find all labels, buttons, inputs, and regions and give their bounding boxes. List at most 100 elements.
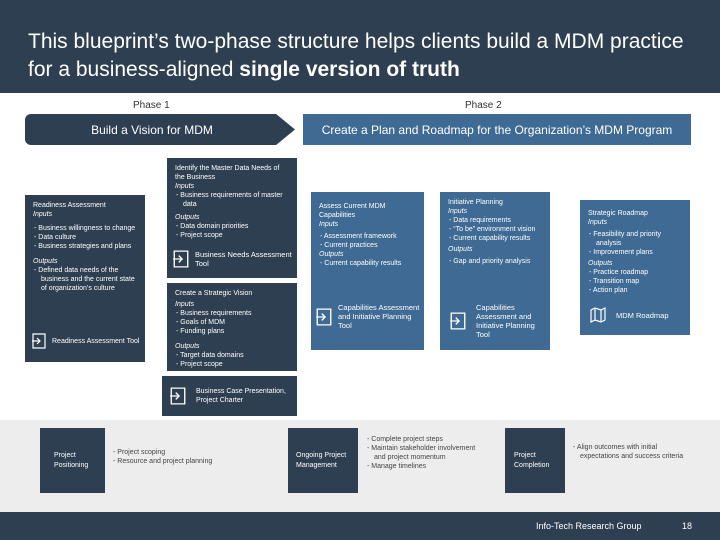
map-icon <box>590 307 606 323</box>
readiness-outputs-list: Defined data needs of the business and t… <box>33 266 137 293</box>
roadmap-outputs-label: Outputs <box>588 260 613 267</box>
strategic-vision-card: Create a Strategic Vision Inputs Busines… <box>167 283 297 371</box>
list-item: Improvement plans <box>588 248 682 257</box>
roadmap-title: Strategic Roadmap <box>588 210 648 217</box>
list-item: Funding plans <box>175 327 289 336</box>
list-item: Business requirements <box>175 309 289 318</box>
strategic-outputs-list: Target data domains Project scope <box>175 351 289 369</box>
identify-tool-label: Business Needs Assessment Tool <box>195 250 292 268</box>
identify-title: Identify the Master Data Needs of the Bu… <box>175 165 280 181</box>
identify-inputs-list: Business requirements of master data <box>175 191 289 209</box>
header-banner <box>0 0 720 93</box>
readiness-inputs-label: Inputs <box>33 211 53 218</box>
phase2-title-bar: Create a Plan and Roadmap for the Organi… <box>303 114 691 145</box>
list-item: Assessment framework <box>319 232 416 241</box>
list-item: Project scoping <box>112 448 272 457</box>
list-item: Target data domains <box>175 351 289 360</box>
roadmap-inputs-list: Feasibility and priority analysis Improv… <box>588 230 682 257</box>
identify-tool[interactable]: Business Needs Assessment Tool <box>173 250 293 268</box>
list-item: Goals of MDM <box>175 318 289 327</box>
list-item: “To be” environment vision <box>448 225 542 234</box>
phase1-title: Build a Vision for MDM <box>91 122 213 137</box>
tool-doc-icon <box>450 312 466 330</box>
phase1-title-bar: Build a Vision for MDM <box>25 114 295 145</box>
list-item: Gap and priority analysis <box>448 257 542 266</box>
list-item: Maintain stakeholder involvement and pro… <box>366 444 476 462</box>
assess-outputs-label: Outputs <box>319 251 344 258</box>
identify-outputs-label: Outputs <box>175 214 200 221</box>
readiness-tool[interactable]: Readiness Assessment Tool <box>32 333 142 349</box>
roadmap-inputs-label: Inputs <box>588 219 608 226</box>
identify-inputs-label: Inputs <box>175 183 195 190</box>
footer-org: Info-Tech Research Group <box>536 521 642 531</box>
roadmap-outputs-list: Practice roadmap Transition map Action p… <box>588 268 682 295</box>
initiative-planning-card: Initiative Planning Inputs Data requirem… <box>440 192 550 350</box>
tool-doc-icon <box>32 333 46 349</box>
assess-tool[interactable]: Capabilities Assessment and Initiative P… <box>316 303 421 330</box>
initiative-outputs-label: Outputs <box>448 246 473 253</box>
list-item: Project scope <box>175 231 289 240</box>
roadmap-tool[interactable]: MDM Roadmap <box>590 307 688 323</box>
phase1-label: Phase 1 <box>133 100 170 111</box>
list-item: Align outcomes with initial expectations… <box>572 443 690 461</box>
initiative-title: Initiative Planning <box>448 199 503 206</box>
assess-inputs-list: Assessment framework Current practices <box>319 232 416 250</box>
initiative-tool[interactable]: Capabilities Assessment and Initiative P… <box>450 303 548 339</box>
completion-label: Project Completion <box>514 451 550 469</box>
roadmap-tool-label: MDM Roadmap <box>616 310 669 320</box>
list-item: Practice roadmap <box>588 268 682 277</box>
completion-items: Align outcomes with initial expectations… <box>572 443 690 461</box>
list-item: Action plan <box>588 286 682 295</box>
list-item: Current practices <box>319 241 416 250</box>
strategic-roadmap-card: Strategic Roadmap Inputs Feasibility and… <box>580 200 690 335</box>
identify-outputs-list: Data domain priorities Project scope <box>175 222 289 240</box>
phase2-title: Create a Plan and Roadmap for the Organi… <box>321 122 673 137</box>
list-item: Data requirements <box>448 216 542 225</box>
ongoing-items: Complete project steps Maintain stakehol… <box>366 435 476 471</box>
page-title-bold: single version of truth <box>239 58 460 81</box>
page-number: 18 <box>682 521 693 531</box>
list-item: Feasibility and priority analysis <box>588 230 682 248</box>
initiative-outputs-list: Gap and priority analysis <box>448 257 542 266</box>
page-title: This blueprint’s two-phase structure hel… <box>28 30 684 81</box>
tool-doc-icon <box>170 387 186 405</box>
strategic-title: Create a Strategic Vision <box>175 290 253 297</box>
assess-inputs-label: Inputs <box>319 221 339 228</box>
positioning-label: Project Positioning <box>54 451 89 469</box>
tool-doc-icon <box>316 307 332 326</box>
list-item: Data domain priorities <box>175 222 289 231</box>
strategic-inputs-label: Inputs <box>175 301 195 308</box>
assess-outputs-list: Current capability results <box>319 259 416 268</box>
strategic-inputs-list: Business requirements Goals of MDM Fundi… <box>175 309 289 336</box>
project-management-band <box>0 420 720 512</box>
list-item: Transition map <box>588 277 682 286</box>
list-item: Defined data needs of the business and t… <box>33 266 137 293</box>
assess-title: Assess Current MDM Capabilities <box>319 203 386 219</box>
project-completion-box: Project Completion <box>505 428 565 493</box>
business-case-label: Business Case Presentation, Project Char… <box>196 388 286 404</box>
positioning-items: Project scoping Resource and project pla… <box>112 448 272 466</box>
ongoing-management-box: Ongoing Project Management <box>288 428 358 493</box>
project-positioning-box: Project Positioning <box>40 428 105 493</box>
readiness-outputs-label: Outputs <box>33 258 58 265</box>
list-item: Business strategies and plans <box>33 242 137 251</box>
strategic-outputs-label: Outputs <box>175 343 200 350</box>
readiness-tool-label: Readiness Assessment Tool <box>52 337 140 345</box>
readiness-inputs-list: Business willingness to change Data cult… <box>33 224 137 251</box>
list-item: Complete project steps <box>366 435 476 444</box>
ongoing-label: Ongoing Project Management <box>296 451 347 469</box>
list-item: Resource and project planning <box>112 457 272 466</box>
assess-tool-label: Capabilities Assessment and Initiative P… <box>338 303 420 330</box>
list-item: Business requirements of master data <box>175 191 289 209</box>
list-item: Data culture <box>33 233 137 242</box>
assess-capabilities-card: Assess Current MDM Capabilities Inputs A… <box>311 192 424 350</box>
initiative-inputs-list: Data requirements “To be” environment vi… <box>448 216 542 243</box>
initiative-tool-label: Capabilities Assessment and Initiative P… <box>476 303 535 339</box>
business-case-card[interactable]: Business Case Presentation, Project Char… <box>162 376 297 416</box>
list-item: Current capability results <box>319 259 416 268</box>
tool-doc-icon <box>173 250 189 268</box>
initiative-inputs-label: Inputs <box>448 208 468 215</box>
list-item: Current capability results <box>448 234 542 243</box>
list-item: Project scope <box>175 360 289 369</box>
phase2-label: Phase 2 <box>465 100 502 111</box>
